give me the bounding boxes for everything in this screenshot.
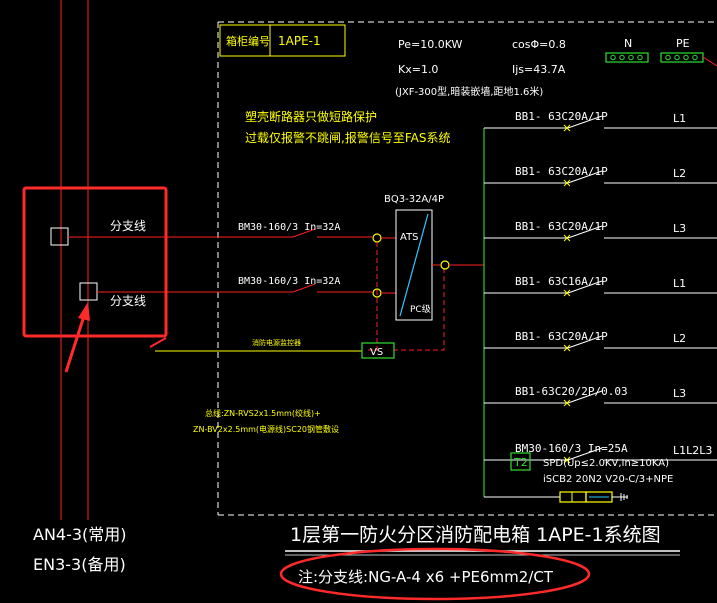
trip-mark	[563, 234, 571, 242]
incoming-1-label: 分支线	[110, 219, 146, 233]
outgoing-circuit-6: BB1-63C20/2P/0.03 L3	[484, 385, 717, 407]
incoming-1-breaker: BM30-160/3 In=32A	[238, 222, 340, 233]
trip-mark	[563, 179, 571, 187]
installed-power: Pe=10.0KW	[398, 38, 463, 51]
branch-highlight-box	[22, 186, 168, 338]
outgoing-4-phase: L1	[673, 277, 686, 290]
trip-mark	[563, 124, 571, 132]
outgoing-1-phase: L1	[673, 112, 686, 125]
outgoing-circuit-3: BB1- 63C20A/1P L3	[484, 220, 717, 242]
footnote-cable-spec: 注:分支线:NG-A-4 x6 +PE6mm2/CT	[298, 568, 554, 586]
outgoing-5-phase: L2	[673, 332, 686, 345]
voltage-sensor-module: 消防电源监控器 VS	[155, 338, 395, 359]
outgoing-7-phase: L1L2L3	[673, 444, 712, 457]
outgoing-1-breaker: BB1- 63C20A/1P	[515, 110, 608, 123]
trip-mark	[563, 344, 571, 352]
outgoing-5-breaker: BB1- 63C20A/1P	[515, 330, 608, 343]
outgoing-6-phase: L3	[673, 387, 686, 400]
protection-note-line2: 过载仅报警不跳闸,报警信号至FAS系统	[245, 130, 450, 145]
cabinet-id-value: 1APE-1	[278, 34, 321, 48]
cabinet-id-label: 箱柜编号	[226, 34, 270, 48]
outgoing-circuit-1: BB1- 63C20A/1P L1	[484, 110, 717, 132]
diagram-title: 1层第一防火分区消防配电箱 1APE-1系统图	[290, 524, 661, 546]
spd-spec-line1: SPD(Up≤2.0KV,In≥10KA)	[543, 458, 669, 469]
cabinet-id-box: 箱柜编号 1APE-1	[219, 24, 346, 57]
trip-mark	[563, 399, 571, 407]
spd-spec-line2: iSCB2 20N2 V20-C/3+NPE	[543, 474, 673, 485]
incoming-2-breaker: BM30-160/3 In=32A	[238, 276, 340, 287]
outgoing-3-breaker: BB1- 63C20A/1P	[515, 220, 608, 233]
cable-note-line2: ZN-BV2x2.5mm(电源线)SC20钢管敷设	[193, 424, 339, 434]
outgoing-2-breaker: BB1- 63C20A/1P	[515, 165, 608, 178]
incoming-2-label: 分支线	[110, 294, 146, 308]
incoming-circuit-1: 分支线 BM30-160/3 In=32A	[68, 219, 382, 243]
outgoing-6-breaker: BB1-63C20/2P/0.03	[515, 385, 628, 398]
outgoing-circuit-2: BB1- 63C20A/1P L2	[484, 165, 717, 187]
annotation-arrowhead	[78, 302, 90, 321]
outgoing-circuit-5: BB1- 63C20A/1P L2	[484, 330, 717, 352]
cable-note-line1: 总线:ZN-RVS2x1.5mm(绞线)+	[205, 408, 321, 418]
outgoing-7-breaker: BM30-160/3 In=25A	[515, 442, 628, 455]
outgoing-2-phase: L2	[673, 167, 686, 180]
surge-protector: T2 SPD(Up≤2.0KV,In≥10KA) iSCB2 20N2 V20-…	[484, 452, 673, 503]
ats-bottom-label: PC级	[410, 303, 431, 315]
calculated-current: Ijs=43.7A	[512, 63, 566, 76]
outgoing-circuit-7: BM30-160/3 In=25A L1L2L3	[484, 442, 717, 464]
neutral-terminal-bar: N	[605, 37, 649, 63]
incoming-feeder-lines	[60, 0, 89, 520]
footnote-highlight-ellipse	[279, 547, 591, 601]
feeder-normal-label: AN4-3(常用)	[33, 525, 127, 544]
ats-input-wiring	[366, 237, 445, 351]
vs-signal-label: 消防电源监控器	[252, 338, 301, 347]
branch-annotation	[22, 186, 168, 373]
outgoing-3-phase: L3	[673, 222, 686, 235]
ats-model: BQ3-32A/4P	[384, 194, 444, 205]
outgoing-4-breaker: BB1- 63C16A/1P	[515, 275, 608, 288]
main-bus	[449, 128, 485, 497]
annotation-arrow	[64, 315, 86, 373]
demand-factor: Kx=1.0	[398, 63, 438, 76]
power-factor: cosΦ=0.8	[512, 38, 566, 51]
pe-terminal-bar: PE	[660, 37, 717, 67]
trip-mark	[563, 289, 571, 297]
feeder-backup-label: EN3-3(备用)	[33, 555, 126, 574]
protection-note-line1: 塑壳断路器只做短路保护	[245, 109, 377, 124]
cabinet-installation-note: (JXF-300型,暗装嵌墙,距地1.6米)	[395, 85, 543, 98]
spd-tag: T2	[513, 456, 528, 469]
ats-top-label: ATS	[400, 232, 419, 243]
pe-label: PE	[676, 37, 690, 50]
ats-switch: BQ3-32A/4P ATS PC级	[384, 194, 450, 321]
trip-mark	[563, 456, 571, 464]
cabinet-frame	[217, 21, 717, 516]
outgoing-circuit-4: BB1- 63C16A/1P L1	[484, 275, 717, 297]
incoming-circuit-2: 分支线 BM30-160/3 In=32A	[97, 276, 382, 308]
vs-label: VS	[370, 347, 383, 358]
neutral-label: N	[624, 37, 632, 50]
